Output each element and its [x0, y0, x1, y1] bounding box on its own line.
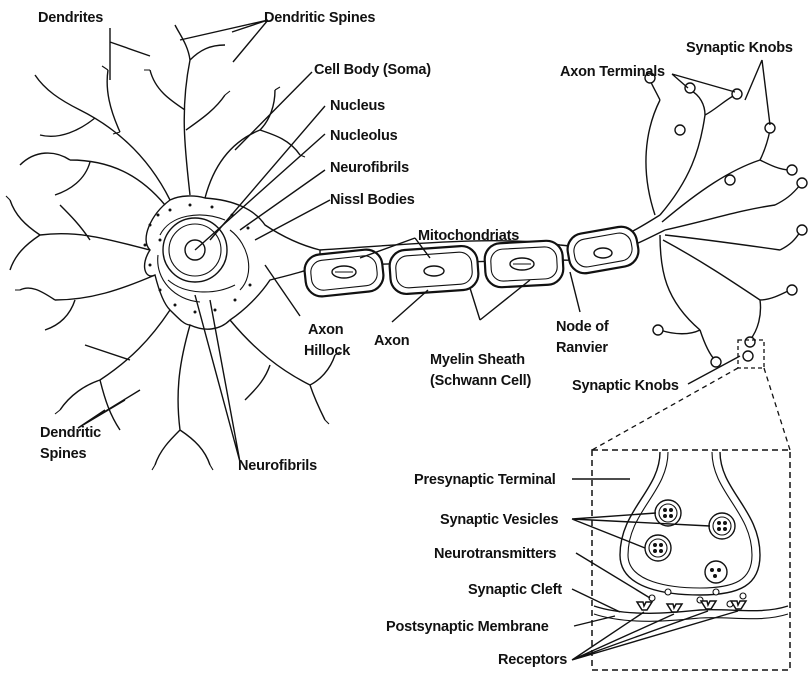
label-postsynaptic-membrane: Postsynaptic Membrane [386, 619, 549, 635]
label-receptors: Receptors [498, 652, 567, 668]
label-axon-terminals: Axon Terminals [560, 64, 665, 80]
label-myelin-2: (Schwann Cell) [430, 373, 531, 389]
label-nissl-bodies: Nissl Bodies [330, 192, 415, 208]
label-synaptic-vesicles: Synaptic Vesicles [440, 512, 558, 528]
label-synaptic-knobs-mid: Synaptic Knobs [572, 378, 679, 394]
label-synaptic-cleft: Synaptic Cleft [468, 582, 562, 598]
label-nucleolus: Nucleolus [330, 128, 398, 144]
label-neurofibrils-bottom: Neurofibrils [238, 458, 317, 474]
label-dendritic-spines-top: Dendritic Spines [264, 10, 375, 26]
label-node-2: Ranvier [556, 340, 608, 356]
axon-terminals [645, 73, 807, 367]
nissl-bodies [144, 204, 252, 314]
label-mitochondriats: Mitochondriats [418, 228, 519, 244]
label-axon-hillock-2: Hillock [304, 343, 351, 359]
label-cell-body: Cell Body (Soma) [314, 62, 431, 78]
label-axon-hillock-1: Axon [308, 322, 343, 338]
dendrite-tree [6, 25, 340, 470]
synaptic-knob-group [645, 73, 807, 367]
label-dendritic-spines-bottom-2: Spines [40, 446, 86, 462]
label-nucleus: Nucleus [330, 98, 385, 114]
label-dendrites: Dendrites [38, 10, 103, 26]
label-synaptic-knobs-top: Synaptic Knobs [686, 40, 793, 56]
label-neurotransmitters: Neurotransmitters [434, 546, 556, 562]
label-node-1: Node of [556, 319, 609, 335]
label-dendritic-spines-bottom-1: Dendritic [40, 425, 101, 441]
label-axon: Axon [374, 333, 409, 349]
cell-body [144, 196, 321, 329]
label-neurofibrils-top: Neurofibrils [330, 160, 409, 176]
label-presynaptic-terminal: Presynaptic Terminal [414, 472, 556, 488]
label-myelin-1: Myelin Sheath [430, 352, 525, 368]
